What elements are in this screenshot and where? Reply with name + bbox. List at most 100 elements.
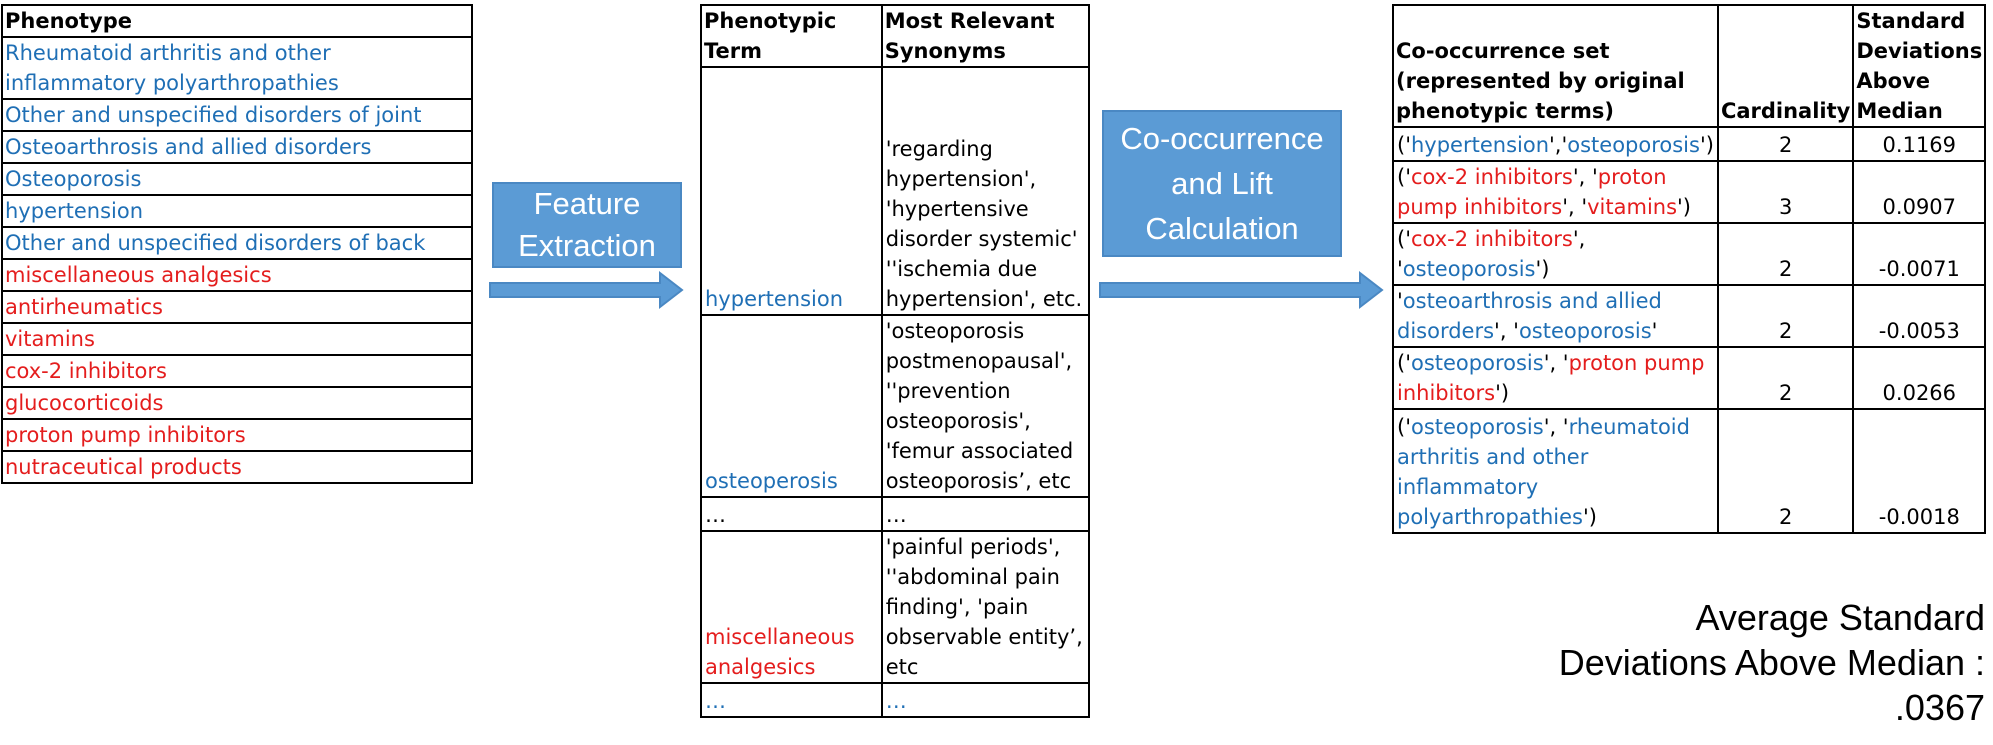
table-row: …… [700,682,1091,718]
cardinality-cell: 2 [1716,408,1855,534]
cooccurrence-label-line2: and Lift [1171,166,1273,201]
sd-cell: 0.1169 [1852,126,1987,162]
table-row: Osteoporosis [1,162,473,196]
set-term-segment: (' [1397,165,1411,189]
set-term-segment: (' [1397,415,1411,439]
cardinality-header: Cardinality [1716,4,1855,128]
set-term-segment: proton pump inhibitors [1397,165,1667,219]
table-row: …… [700,496,1091,532]
sd-cell: -0.0053 [1852,284,1987,348]
table-row: miscellaneous analgesics [1,258,473,292]
table-row: 'osteoarthrosis and allied disorders', '… [1392,284,1987,348]
set-term-segment: osteoporosis [1410,415,1544,439]
table-row: miscellaneous analgesics'painful periods… [700,530,1091,684]
average-line2: Deviations Above Median : [1558,642,1985,683]
table-row: ('osteoporosis', 'proton pump inhibitors… [1392,346,1987,410]
phenotype-cell: Osteoarthrosis and allied disorders [1,130,473,164]
set-term-segment: proton pump inhibitors [1397,351,1705,405]
set-term-segment: hypertension [1410,133,1550,157]
phenotype-cell: Osteoporosis [1,162,473,196]
set-term-segment: (' [1397,227,1411,251]
phenotypic-term-cell: miscellaneous analgesics [700,530,883,684]
cooccurrence-set-cell: 'osteoarthrosis and allied disorders', '… [1392,284,1719,348]
cooccurrence-table: Co-occurrence set (represented by origin… [1392,4,1987,534]
synonyms-cell: 'osteoporosis postmenopausal', ''prevent… [880,314,1091,498]
table-row: osteoperosis'osteoporosis postmenopausal… [700,314,1091,498]
phenotype-cell: Other and unspecified disorders of back [1,226,473,260]
feature-extraction-label-line1: Feature [533,186,641,221]
table-row: ('cox-2 inhibitors', 'osteoporosis')2-0.… [1392,222,1987,286]
set-term-segment: ( [1397,133,1406,157]
set-term-segment: osteoporosis [1567,133,1700,157]
average-line1: Average Standard [1695,597,1985,638]
phenotype-cell: glucocorticoids [1,386,473,420]
sd-cell: 0.0266 [1852,346,1987,410]
cooccurrence-set-cell: ('cox-2 inhibitors', 'osteoporosis') [1392,222,1719,286]
set-term-segment: ' [1405,133,1411,157]
cooccurrence-set-header: Co-occurrence set (represented by origin… [1392,4,1719,128]
cooccurrence-label-line3: Calculation [1145,211,1299,246]
set-term-segment: ') [1677,195,1691,219]
table-row: hypertension'regarding hypertension', 'h… [700,66,1091,316]
table-row: nutraceutical products [1,450,473,484]
cooccurrence-label-line1: Co-occurrence [1120,121,1324,156]
synonyms-cell: 'regarding hypertension', 'hypertensive … [880,66,1091,316]
cooccurrence-lift-box: Co-occurrence and Lift Calculation [1102,110,1342,257]
synonyms-header-line1: Most Relevant [884,9,1055,33]
synonyms-cell: … [880,682,1091,718]
feature-extraction-box: Feature Extraction [492,182,682,268]
set-term-segment: ', ' [1397,227,1586,281]
set-term-segment: osteoarthrosis and allied disorders [1397,289,1662,343]
phenotypic-term-cell: osteoperosis [700,314,883,498]
phenotype-cell: nutraceutical products [1,450,473,484]
set-term-segment: ' [1397,289,1403,313]
synonyms-cell: … [880,496,1091,532]
set-term-segment: ', ' [1562,195,1588,219]
set-term-segment: ',' [1549,133,1568,157]
phenotype-cell: hypertension [1,194,473,228]
sd-header: Standard Deviations Above Median [1852,4,1987,128]
phenotype-cell: Rheumatoid arthritis and other inflammat… [1,36,473,100]
feature-extraction-label-line2: Extraction [518,228,656,263]
phenotype-cell: cox-2 inhibitors [1,354,473,388]
set-term-segment: vitamins [1587,195,1678,219]
synonym-table: Phenotypic Term Most Relevant Synonyms h… [700,4,1091,718]
set-term-segment: ' [1651,319,1658,343]
table-row: ('cox-2 inhibitors', 'proton pump inhibi… [1392,160,1987,224]
phenotype-cell: vitamins [1,322,473,356]
set-term-segment: cox-2 inhibitors [1410,227,1573,251]
set-term-segment: ') [1495,381,1510,405]
feature-extraction-arrow [489,270,684,310]
set-term-segment: osteoporosis [1402,257,1536,281]
set-term-segment: osteoporosis [1518,319,1652,343]
cardinality-cell: 3 [1716,160,1855,224]
phenotypic-term-cell: … [700,496,883,532]
set-term-segment: cox-2 inhibitors [1410,165,1573,189]
table-row: Rheumatoid arthritis and other inflammat… [1,36,473,100]
set-term-segment: osteoporosis [1410,351,1544,375]
set-term-segment: ', ' [1543,351,1569,375]
cooccurrence-set-cell: ('hypertension','osteoporosis') [1392,126,1719,162]
cardinality-cell: 2 [1716,222,1855,286]
table-row: Other and unspecified disorders of back [1,226,473,260]
table-row: proton pump inhibitors [1,418,473,452]
table-row: ('osteoporosis', 'rheumatoid arthritis a… [1392,408,1987,534]
phenotype-cell: antirheumatics [1,290,473,324]
set-term-segment: ') [1535,257,1550,281]
cardinality-cell: 2 [1716,346,1855,410]
table-row: Osteoarthrosis and allied disorders [1,130,473,164]
phenotype-cell: proton pump inhibitors [1,418,473,452]
phenotype-header: Phenotype [1,4,473,38]
cardinality-cell: 2 [1716,284,1855,348]
cooccurrence-set-cell: ('osteoporosis', 'rheumatoid arthritis a… [1392,408,1719,534]
synonyms-cell: 'painful periods', ''abdominal pain find… [880,530,1091,684]
set-term-segment: rheumatoid arthritis and other inflammat… [1397,415,1690,529]
table-row: vitamins [1,322,473,356]
phenotypic-term-cell: … [700,682,883,718]
table-row: hypertension [1,194,473,228]
set-term-segment: ', ' [1572,165,1598,189]
table-row: cox-2 inhibitors [1,354,473,388]
set-term-segment: ', ' [1543,415,1569,439]
average-sd-summary: Average Standard Deviations Above Median… [1490,595,1985,730]
